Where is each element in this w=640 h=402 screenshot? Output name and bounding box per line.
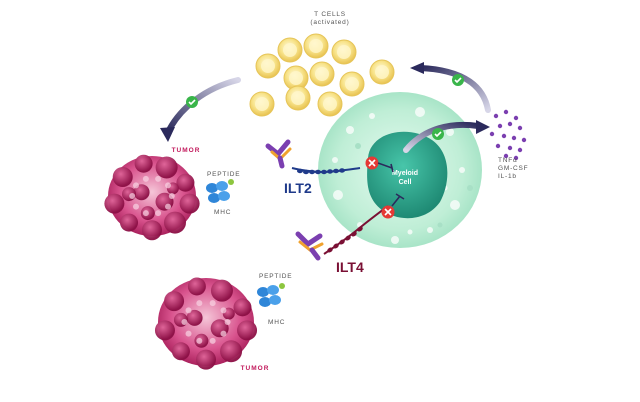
- cytokine-dot: [493, 113, 499, 119]
- cytokine-label-2: GM-CSF: [498, 165, 528, 172]
- cytokine-dot: [521, 137, 527, 143]
- ilt2-receptor: [265, 139, 361, 175]
- t-cell: [331, 39, 357, 65]
- ilt4-label: ILT4: [336, 259, 364, 275]
- antibody-ilt4: [295, 231, 324, 261]
- cytokine-dot: [489, 131, 495, 137]
- block-icon: [365, 156, 379, 170]
- tumor-top: [104, 154, 200, 241]
- cytokine-dot: [517, 125, 523, 131]
- peptide-dot: [228, 179, 234, 185]
- mhc-label-top: MHC: [214, 209, 231, 216]
- check-icon: [452, 74, 464, 86]
- antibody-ilt2: [265, 139, 292, 169]
- t-cell: [309, 61, 335, 87]
- peptide-dot: [279, 283, 285, 289]
- t-cells-label: T CELLS: [314, 11, 346, 18]
- cytokine-dot: [495, 143, 501, 149]
- myeloid-label: Myeloid: [392, 170, 418, 177]
- myeloid-sublabel: Cell: [399, 179, 412, 186]
- cytokine-label-3: IL-1b: [498, 173, 517, 180]
- cytokine-dot: [511, 135, 517, 141]
- cytokine-dot: [507, 145, 513, 151]
- cytokine-dot: [503, 153, 509, 159]
- cytokine-dot: [507, 121, 513, 127]
- check-icon: [432, 128, 444, 140]
- peptide-label-bottom: PEPTIDE: [259, 273, 292, 280]
- tumor-bottom: [154, 277, 258, 370]
- cytokine-dot: [517, 147, 523, 153]
- cytokine-dots: [489, 109, 527, 161]
- t-cells-sublabel: (activated): [310, 19, 349, 26]
- cytokine-label-1: TNFα: [498, 157, 518, 164]
- cytokine-dot: [513, 155, 519, 161]
- tumor-bottom-label: TUMOR: [241, 365, 270, 372]
- mhc-label-bottom: MHC: [268, 319, 285, 326]
- arrow-cytokines-to-tcells: [410, 62, 491, 113]
- mhc-complex-top: [206, 179, 234, 203]
- t-cell: [303, 33, 329, 59]
- t-cell: [339, 71, 365, 97]
- arrow-tcells-to-tumor: [160, 77, 241, 142]
- t-cell: [255, 53, 281, 79]
- t-cell: [285, 85, 311, 111]
- t-cells-cluster: [249, 33, 395, 117]
- t-cell: [369, 59, 395, 85]
- t-cell: [249, 91, 275, 117]
- mhc-complex-bottom: [257, 283, 285, 307]
- check-icon: [186, 96, 198, 108]
- t-cell: [317, 91, 343, 117]
- inhibition-line-ilt2: [377, 162, 394, 173]
- myeloid-nucleus: [367, 131, 448, 219]
- ilt4-receptor: [295, 205, 389, 261]
- peptide-label-top: PEPTIDE: [207, 171, 240, 178]
- cytokine-dot: [501, 133, 507, 139]
- block-icon: [381, 205, 395, 219]
- inhibition-line-ilt4: [391, 193, 405, 207]
- ilt2-label: ILT2: [284, 180, 312, 196]
- cytokine-dot: [513, 115, 519, 121]
- tumor-top-label: TUMOR: [172, 147, 201, 154]
- cytokine-dot: [497, 123, 503, 129]
- t-cell: [277, 37, 303, 63]
- cytokine-dot: [503, 109, 509, 115]
